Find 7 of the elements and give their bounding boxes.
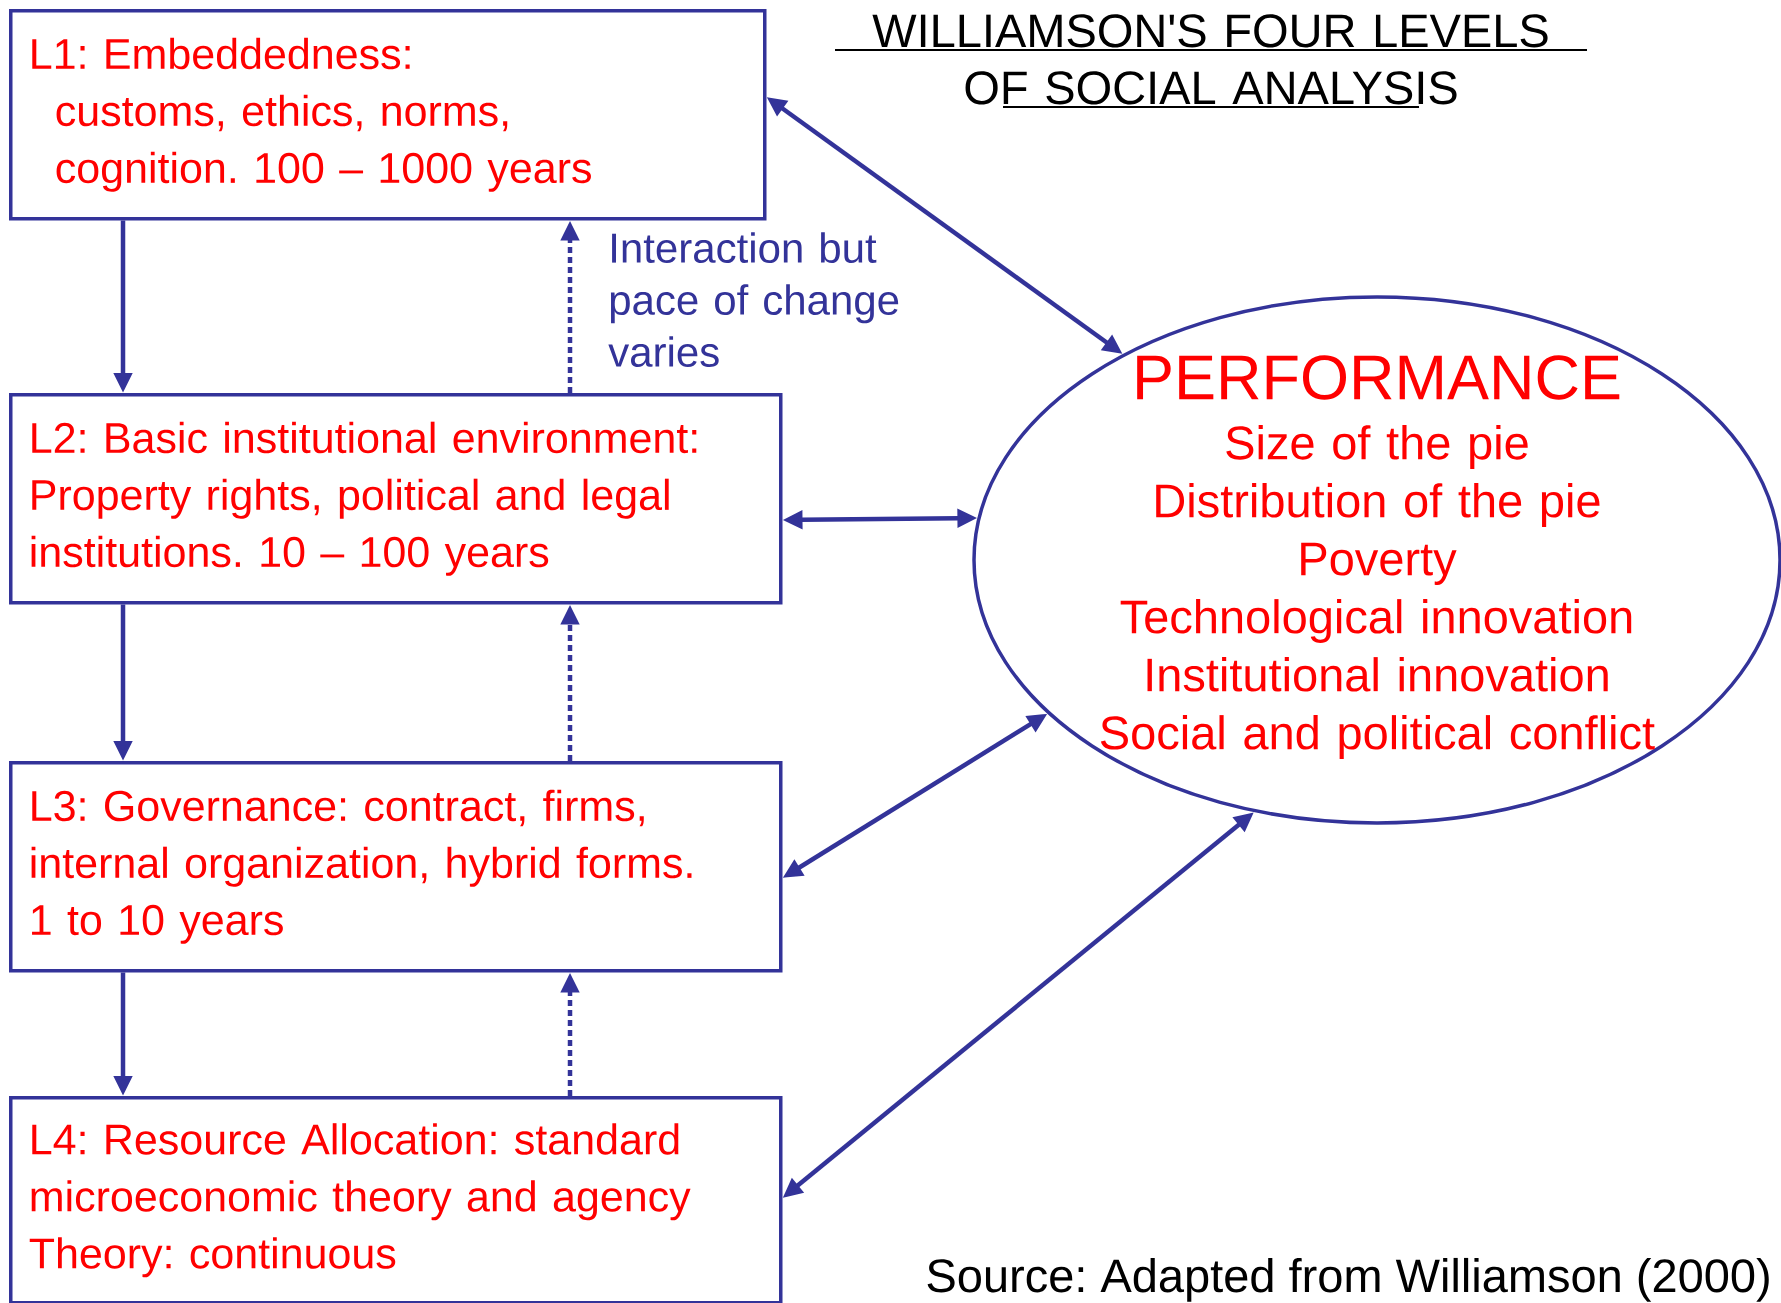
source-note: Source: Adapted from Williamson (2000) [927, 1257, 1769, 1302]
title: WILLIAMSON'S FOUR LEVELS OF SOCIAL ANALYSIS [834, 14, 1588, 108]
level-box: L3: Governance: contract, firms, internal organization, hybrid forms. 1 to 10 years [9, 761, 783, 973]
level-box: L2: Basic institutional environment: Property rights, political and legal institutions. 10 – 100 years [9, 393, 783, 605]
level-box: L4: Resource Allocation: standard microeconomic theory and agency Theory: continuous [9, 1096, 783, 1303]
edge-label: Interaction but pace of change varies [608, 232, 899, 367]
level-box: L1: Embeddedness: customs, ethics, norms, cognition. 100 – 1000 years [9, 9, 767, 221]
